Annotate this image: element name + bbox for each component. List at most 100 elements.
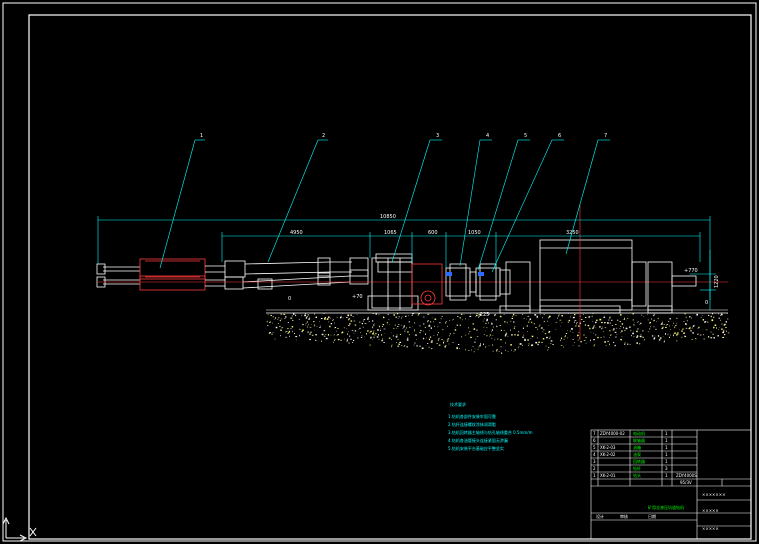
ground-speck (309, 333, 311, 335)
ground-speck (633, 324, 635, 326)
ground-speck (619, 314, 622, 316)
ground-speck (473, 328, 476, 330)
ground-speck (725, 321, 727, 323)
ground-speck (350, 320, 353, 322)
ground-speck (537, 328, 538, 331)
ground-speck (505, 334, 507, 336)
ground-speck (614, 344, 616, 347)
ground-speck (623, 319, 625, 320)
ground-speck (281, 327, 283, 329)
ground-speck (406, 339, 409, 341)
ground-speck (710, 337, 713, 339)
ground-speck (510, 329, 511, 331)
ground-speck (406, 346, 408, 347)
callout-2: 2 (322, 133, 325, 139)
ground-speck (499, 325, 502, 326)
ground-speck (319, 326, 321, 328)
ground-speck (611, 319, 613, 321)
ground-speck (595, 334, 597, 336)
ground-speck (505, 332, 508, 334)
ground-speck (454, 329, 457, 331)
ground-speck (347, 338, 349, 339)
ground-speck (313, 325, 316, 327)
ground-speck (334, 322, 335, 324)
ground-speck (342, 317, 344, 319)
ground-speck (497, 338, 499, 340)
ground-speck (469, 315, 472, 317)
ground-speck (685, 323, 687, 325)
ground-speck (334, 327, 336, 329)
ground-speck (600, 337, 602, 338)
ground-speck (491, 329, 493, 331)
ground-speck (353, 320, 356, 322)
ground-speck (573, 321, 575, 323)
ground-speck (334, 339, 335, 341)
ground-speck (314, 313, 315, 315)
ground-speck (332, 320, 334, 321)
ground-speck (391, 344, 393, 346)
ground-speck (707, 321, 709, 323)
ground-speck (603, 336, 605, 338)
ground-speck (279, 325, 281, 327)
ground-speck (405, 315, 407, 317)
ground-speck (612, 329, 615, 331)
elev-left-mid: +70 (352, 294, 363, 300)
drawing-frame (28, 14, 752, 540)
ground-speck (479, 313, 481, 316)
ground-speck (557, 317, 558, 319)
ground-speck (564, 336, 566, 338)
ground-speck (653, 326, 655, 328)
tb-row-name: 油泵 (633, 451, 641, 457)
ground-speck (704, 321, 706, 323)
ground-speck (350, 314, 352, 316)
ground-speck (570, 330, 571, 332)
ground-speck (496, 325, 498, 328)
ground-speck (288, 332, 289, 334)
ground-speck (397, 318, 399, 319)
ground-speck (593, 326, 595, 327)
ground-speck (688, 328, 691, 330)
ground-speck (445, 321, 447, 322)
ground-speck (578, 325, 580, 327)
ground-speck (636, 336, 638, 338)
ground-speck (431, 340, 433, 342)
ground-speck (679, 329, 680, 330)
ground-speck (550, 340, 553, 342)
ground-speck (308, 318, 311, 320)
ground-speck (544, 333, 547, 335)
ground-speck (548, 347, 550, 349)
ground-speck (619, 321, 621, 323)
ground-speck (347, 333, 348, 335)
ground-speck (560, 339, 561, 341)
tb-row-name: 电动机 (633, 430, 645, 436)
ground-speck (713, 337, 715, 339)
ground-speck (327, 318, 329, 320)
ground-speck (314, 324, 316, 326)
ground-speck (427, 343, 429, 344)
ground-speck (427, 320, 429, 321)
ground-speck (424, 326, 426, 328)
ground-speck (469, 331, 471, 333)
ground-speck (492, 326, 494, 328)
ground-speck (660, 324, 661, 325)
ground-speck (598, 326, 600, 328)
ground-speck (538, 325, 540, 327)
ground-speck (289, 335, 290, 337)
ground-speck (336, 335, 338, 336)
ground-speck (712, 333, 714, 335)
ground-speck (360, 336, 363, 338)
ground-speck (578, 345, 580, 347)
ground-speck (476, 329, 478, 331)
ground-speck (333, 341, 334, 343)
ground-speck (326, 318, 328, 320)
ground-speck (269, 320, 271, 323)
ground-speck (563, 338, 565, 340)
ground-speck (350, 339, 352, 340)
ground-speck (287, 333, 289, 334)
ground-speck (321, 318, 323, 319)
ground-speck (523, 334, 524, 336)
ground-speck (703, 338, 705, 340)
ground-speck (373, 330, 375, 332)
ground-speck (563, 346, 564, 348)
ground-speck (315, 316, 317, 318)
